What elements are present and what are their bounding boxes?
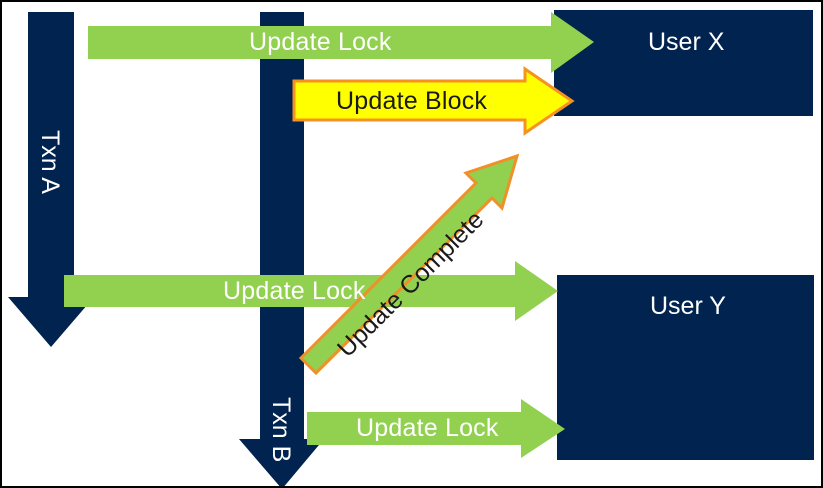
lifeline-arrow-txn-a[interactable] — [8, 12, 94, 347]
actor-box-user-x[interactable] — [554, 10, 813, 116]
actor-box-user-y[interactable] — [557, 275, 814, 460]
message-arrow-update-lock-y-a[interactable] — [64, 261, 558, 321]
message-arrow-update-block[interactable] — [292, 66, 575, 136]
message-arrow-update-complete[interactable] — [298, 153, 520, 376]
message-arrow-update-lock-y-b[interactable] — [307, 399, 565, 458]
lifeline-arrow-txn-b[interactable] — [239, 12, 324, 488]
message-arrow-update-lock-x[interactable] — [88, 12, 594, 73]
